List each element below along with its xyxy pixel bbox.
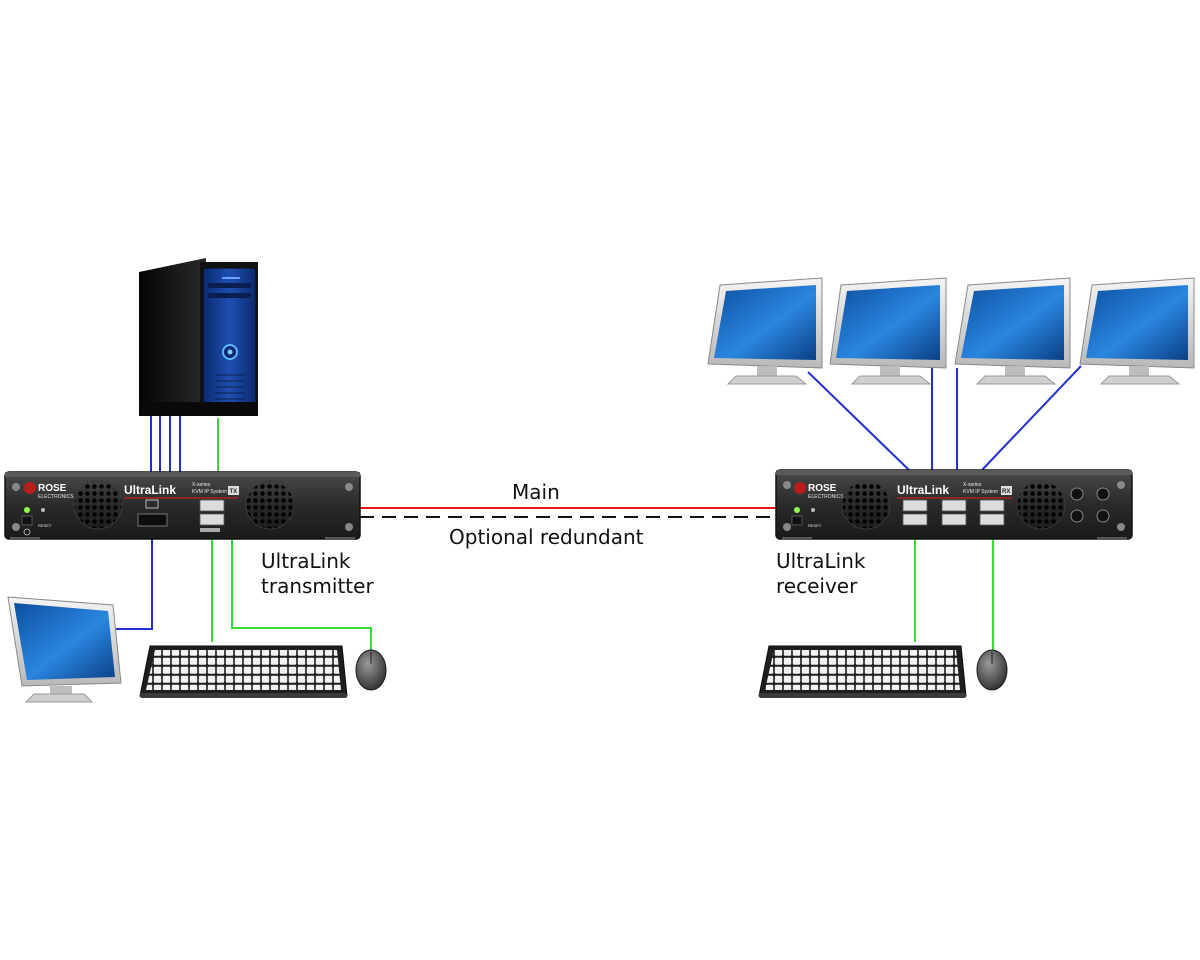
tx-brand: ROSE (38, 483, 67, 494)
ultralink-receiver-unit: ROSE ELECTRONICS UltraLink X-series KVM … (775, 469, 1133, 540)
rx-fan-left (841, 480, 891, 530)
rx-brand: ROSE (808, 483, 837, 494)
rose-logo-icon (24, 482, 36, 494)
rx-usb-port-4 (941, 513, 967, 526)
tx-power-button[interactable] (21, 515, 33, 526)
tx-usb-port-2 (199, 513, 225, 526)
mouse-icon (355, 649, 387, 691)
mouse-icon (976, 649, 1008, 691)
tx-series-2: KVM IP System (192, 489, 227, 495)
rx-reset-label: RESET (808, 523, 822, 528)
rx-usb-port-1 (902, 499, 928, 512)
cables (113, 365, 1082, 652)
transmitter-label-line2: transmitter (261, 574, 374, 598)
rx-usb-port-6 (979, 513, 1005, 526)
keyboard-icon (758, 645, 967, 698)
rx-audio-jack-3 (1096, 487, 1110, 501)
rx-monitor-cables (807, 365, 1082, 471)
tx-monitor-cable (113, 514, 153, 630)
tx-badge: TX (230, 489, 238, 495)
ultralink-transmitter-unit: ROSE ELECTRONICS UltraLink X-series KVM … (4, 471, 361, 540)
rx-power-button[interactable] (791, 515, 803, 526)
rx-series-1: X-series (963, 482, 982, 488)
tx-brand-sub: ELECTRONICS (38, 494, 74, 500)
tx-reset-label: RESET (38, 523, 52, 528)
rx-series-2: KVM IP System (963, 489, 998, 495)
rx-usb-port-3 (941, 499, 967, 512)
rx-usb-port-2 (902, 513, 928, 526)
transmitter-label-line1: UltraLink (261, 549, 351, 573)
keyboard-icon (139, 645, 348, 698)
rx-audio-jack-2 (1070, 509, 1084, 523)
rx-brand-sub: ELECTRONICS (808, 494, 844, 500)
computer-tower-icon (139, 258, 258, 416)
tx-fan-right (245, 480, 295, 530)
rose-logo-icon (794, 482, 806, 494)
monitor-icon (954, 277, 1071, 385)
rx-power-led (794, 507, 800, 513)
tx-series-1: X-series (192, 482, 211, 488)
rx-badge: RX (1002, 489, 1010, 495)
receiver-label-line1: UltraLink (776, 549, 866, 573)
tx-port-icon (145, 499, 159, 509)
rx-usb-port-5 (979, 499, 1005, 512)
tower-video-cables (150, 408, 181, 472)
rx-audio-jack-4 (1096, 509, 1110, 523)
rx-product-name: UltraLink (897, 483, 949, 497)
tx-displayport (137, 513, 168, 527)
tx-fan-left (73, 480, 123, 530)
redundant-link-label: Optional redundant (449, 525, 644, 549)
monitor-icon (707, 277, 823, 385)
monitor-icon (7, 596, 122, 703)
main-link-label: Main (512, 480, 560, 504)
tx-power-icon (23, 528, 31, 536)
rx-audio-jack-1 (1070, 487, 1084, 501)
tx-product-name: UltraLink (124, 483, 176, 497)
monitor-icon (1079, 277, 1195, 385)
tx-usb-port-1 (199, 499, 225, 512)
rx-fan-right (1016, 480, 1066, 530)
receiver-label-line2: receiver (776, 574, 858, 598)
tx-power-led (24, 507, 30, 513)
monitors (7, 277, 1195, 703)
monitor-icon (829, 277, 947, 385)
